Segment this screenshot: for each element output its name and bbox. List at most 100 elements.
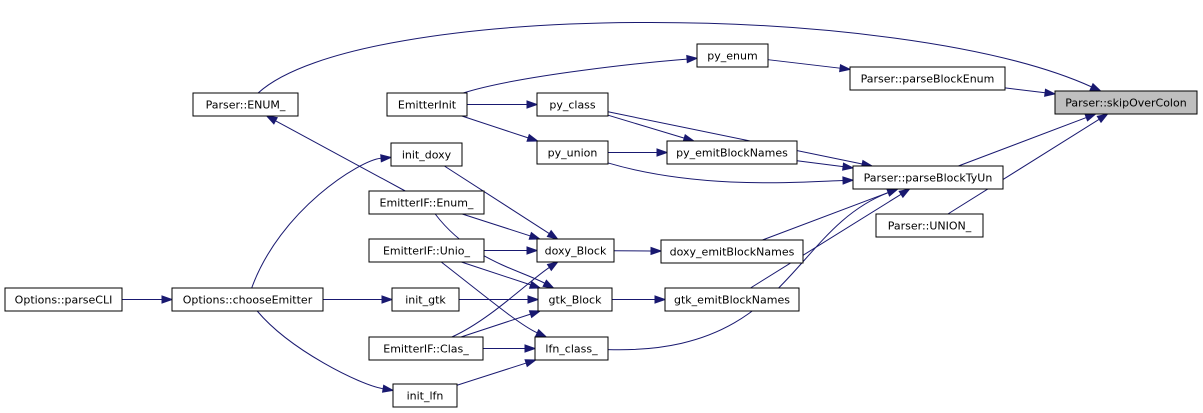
node-box [849,66,1006,91]
node-UNION_[interactable]: Parser::UNION_ [875,213,984,238]
edge-parseBlockEnum-to-skipOverColon [1004,87,1057,97]
node-label: gtk_Block [549,294,603,307]
arrowhead [524,344,537,353]
edge-Enum_-to-doxy_Block [462,213,542,240]
arrowhead [527,295,540,304]
node-gtk_emitBlockNames[interactable]: gtk_emitBlockNames [664,287,800,312]
edge-Unio_-to-gtk_Block [461,261,542,289]
arrowhead [528,231,542,240]
node-label: init_lfn [407,390,444,403]
node-label: EmitterInit [398,99,457,112]
edge-init_lfn-to-lfn_class_ [456,359,538,386]
arrowhead [842,176,855,185]
arrowhead [546,229,559,240]
arrowhead [842,162,855,171]
node-label: Parser::ENUM_ [206,99,286,112]
node-box [386,92,468,117]
arrowhead [265,115,278,125]
node-EmitterInit[interactable]: EmitterInit [386,92,468,117]
arrowhead [161,295,174,304]
node-Enum_[interactable]: EmitterIF::Enum_ [368,190,485,215]
node-box [1054,90,1198,115]
node-doxy_emitBlockNames[interactable]: doxy_emitBlockNames [660,239,804,264]
node-label: EmitterIF::Enum_ [380,197,474,210]
node-label: gtk_emitBlockNames [674,294,790,307]
edge-EmitterInit-to-py_union [461,115,540,142]
node-box [537,287,613,312]
edge-lfn_class_-to-parseBlockTyUn [607,188,900,351]
node-Clas_[interactable]: EmitterIF::Clas_ [368,336,484,361]
node-label: EmitterIF::Clas_ [383,343,469,356]
arrowhead [839,63,852,73]
arrowhead [528,310,542,319]
node-init_doxy[interactable]: init_doxy [390,142,463,167]
edge-UNION_-to-skipOverColon [947,113,1109,215]
edge-Clas_-to-gtk_Block [460,310,542,338]
edge-parseBlockTyUn-to-skipOverColon [958,113,1098,167]
edge-EmitterInit-to-py_class [467,100,539,109]
arrowhead [381,384,395,393]
node-py_union[interactable]: py_union [536,140,609,165]
edge-chooseEmitter-to-init_gtk [323,295,394,304]
node-box [852,165,1004,190]
node-label: lfn_class_ [545,343,598,356]
node-box [660,239,804,264]
node-label: py_class [549,99,596,112]
node-label: EmitterIF::Unio_ [383,245,471,258]
node-box [696,43,769,68]
node-label: Options::parseCLI [15,294,113,307]
node-py_emitBlockNames[interactable]: py_emitBlockNames [666,140,798,165]
arrowhead [650,246,663,256]
node-label: init_gtk [405,294,446,307]
edge-init_doxy-to-doxy_Block [444,165,559,240]
edge-gtk_Block-to-gtk_emitBlockNames [612,295,667,304]
node-py_enum[interactable]: py_enum [696,43,769,68]
node-label: Parser::parseBlockTyUn [864,172,993,185]
edge-Clas_-to-lfn_class_ [482,344,537,353]
node-chooseEmitter[interactable]: Options::chooseEmitter [171,287,324,312]
node-doxy_Block[interactable]: doxy_Block [536,238,615,263]
node-box [664,287,800,312]
node-label: Parser::parseBlockEnum [861,73,995,86]
node-lfn_class_[interactable]: lfn_class_ [534,336,609,361]
edge-init_gtk-to-gtk_Block [459,295,540,304]
arrowhead [526,100,539,109]
node-label: py_union [548,147,598,160]
node-gtk_Block[interactable]: gtk_Block [537,287,613,312]
arrowhead [524,359,538,368]
node-label: py_enum [707,50,757,63]
arrowhead [380,154,393,163]
edge-doxy_Block-to-doxy_emitBlockNames [613,246,663,256]
edge-py_emitBlockNames-to-parseBlockTyUn [796,160,855,171]
node-skipOverColon[interactable]: Parser::skipOverColon [1054,90,1198,115]
arrowhead [546,261,560,272]
edge-py_union-to-py_emitBlockNames [608,148,669,157]
node-box [368,190,485,215]
edge-parseCLI-to-chooseEmitter [122,295,174,304]
node-py_class[interactable]: py_class [536,92,609,117]
arrowhead [534,328,548,338]
node-Unio_[interactable]: EmitterIF::Unio_ [368,238,485,263]
node-parseBlockTyUn[interactable]: Parser::parseBlockTyUn [852,165,1004,190]
edge-Clas_-to-doxy_Block [451,261,560,338]
node-box [368,336,484,361]
node-init_gtk[interactable]: init_gtk [391,287,460,312]
node-ENUM_[interactable]: Parser::ENUM_ [192,92,299,117]
edge-py_enum-to-parseBlockEnum [767,59,852,73]
edge-EmitterInit-to-py_enum [463,54,699,94]
arrowhead [1096,113,1109,124]
edge-Enum_-to-gtk_Block [434,213,555,289]
node-box [390,142,463,167]
node-box [368,238,485,263]
node-init_lfn[interactable]: init_lfn [392,383,458,408]
edge-py_class-to-py_emitBlockNames [607,114,696,143]
edge-Enum_-to-ENUM_ [265,115,406,192]
node-parseCLI[interactable]: Options::parseCLI [4,287,123,312]
edge-chooseEmitter-to-init_lfn [256,310,395,393]
nodes-layer: Parser::skipOverColon Parser::ENUM_ py_enu… [4,43,1198,408]
edge-chooseEmitter-to-init_doxy [251,154,393,289]
node-box [392,383,458,408]
node-box [4,287,123,312]
node-parseBlockEnum[interactable]: Parser::parseBlockEnum [849,66,1006,91]
